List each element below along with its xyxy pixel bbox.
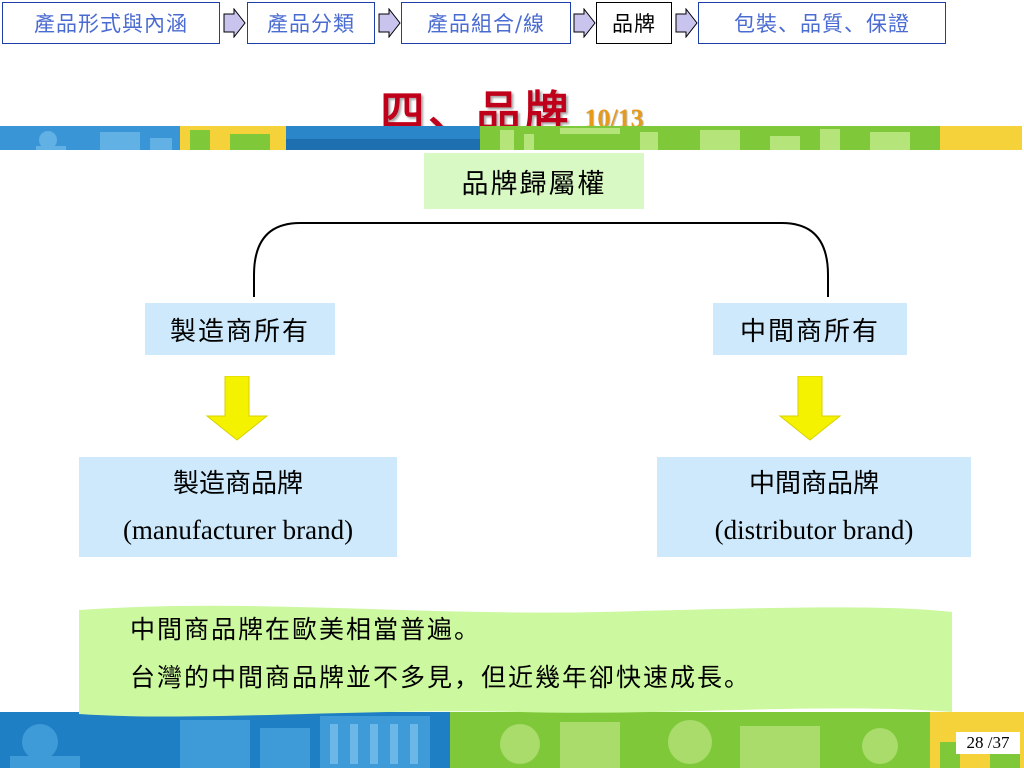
distributor-brand-box: 中間商品牌 (distributor brand) (657, 457, 971, 557)
manufacturer-owned-box: 製造商所有 (145, 303, 335, 355)
decorative-band-bottom (0, 712, 1024, 768)
left-brand-zh: 製造商品牌 (172, 469, 303, 499)
left-owner-label: 製造商所有 (169, 316, 310, 347)
nav-tab-product-form[interactable]: 產品形式與內涵 (2, 2, 220, 44)
note-text: 中間商品牌在歐美相當普遍。 台灣的中間商品牌並不多見，但近幾年卻快速成長。 (130, 606, 930, 702)
page-number-text: 28 /37 (966, 733, 1010, 752)
down-arrow-icon (205, 376, 269, 441)
nav-tab-product-classification[interactable]: 產品分類 (247, 2, 375, 44)
manufacturer-brand-box: 製造商品牌 (manufacturer brand) (79, 457, 397, 557)
nav-tab-label: 產品分類 (267, 12, 355, 36)
root-label: 品牌歸屬權 (461, 168, 607, 200)
nav-tab-product-mix[interactable]: 產品組合/線 (401, 2, 571, 44)
nav-arrow-icon (223, 8, 246, 38)
note-line-1: 中間商品牌在歐美相當普遍。 (130, 615, 482, 644)
slide-page-number: 28 /37 (956, 732, 1020, 754)
nav-tab-label: 包裝、品質、保證 (734, 12, 910, 36)
decorative-band-top (0, 126, 1022, 150)
note-line-2: 台灣的中間商品牌並不多見，但近幾年卻快速成長。 (130, 663, 752, 692)
nav-tab-label: 產品形式與內涵 (34, 12, 188, 36)
left-brand-en: (manufacturer brand) (122, 515, 354, 545)
nav-arrow-icon (378, 8, 401, 38)
right-brand-zh: 中間商品牌 (748, 469, 879, 499)
nav-tab-packaging-quality-warranty[interactable]: 包裝、品質、保證 (698, 2, 946, 44)
nav-tab-label: 產品組合/線 (426, 12, 546, 36)
nav-arrow-icon (573, 8, 596, 38)
nav-arrow-icon (675, 8, 698, 38)
distributor-owned-box: 中間商所有 (713, 303, 907, 355)
down-arrow-icon (778, 376, 842, 441)
right-brand-en: (distributor brand) (714, 515, 914, 545)
right-owner-label: 中間商所有 (739, 316, 880, 347)
nav-tab-label: 品牌 (612, 12, 656, 36)
brand-ownership-root-box: 品牌歸屬權 (424, 153, 644, 209)
nav-tab-brand[interactable]: 品牌 (596, 2, 672, 44)
